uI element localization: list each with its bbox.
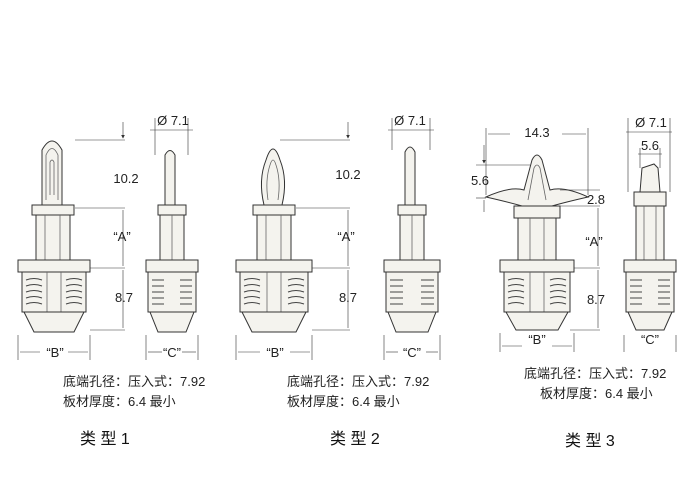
type1-dim-diameter: Ø 7.1 [157,113,189,128]
type3-dim-height-right: 2.8 [587,192,605,207]
type2-note-1: 底端孔径：压入式：7.92 [287,374,429,389]
type3-dim-diameter: Ø 7.1 [635,115,667,130]
type2-dim-height-bottom: 8.7 [339,290,357,305]
type2-dim-diameter: Ø 7.1 [394,113,426,128]
type1-side-view [145,118,199,360]
type2-dim-height-top: 10.2 [335,167,360,182]
type3-front-view [476,128,600,352]
type1-note-2: 板材厚度：6.4 最小 [63,394,176,409]
type2-dim-c: “C” [403,345,421,360]
type2-side-view [383,118,441,360]
type3-note-1: 底端孔径：压入式：7.92 [524,366,666,381]
type1-note-1: 底端孔径：压入式：7.92 [63,374,205,389]
type1-front-view [17,122,125,360]
type2-front-view [235,122,350,360]
type1-dim-c: “C” [163,345,181,360]
type3-dim-width-head: 5.6 [641,138,659,153]
type3-note-2: 板材厚度：6.4 最小 [540,386,653,401]
type3-title: 类 型 3 [565,432,615,450]
type2-title: 类 型 2 [330,430,380,448]
type2-dim-a: “A” [337,229,354,244]
type1-dim-a: “A” [113,229,130,244]
type2-note-2: 板材厚度：6.4 最小 [287,394,400,409]
type3-dim-c: “C” [641,332,659,347]
type3-dim-width-top: 14.3 [524,125,549,140]
type3-side-view [623,118,677,352]
type2-dim-b: “B” [266,345,283,360]
type3-dim-height-left: 5.6 [471,173,489,188]
type1-dim-height-bottom: 8.7 [115,290,133,305]
type3-dim-b: “B” [528,332,545,347]
type3-dim-height-bottom: 8.7 [587,292,605,307]
type3-dim-a: “A” [585,234,602,249]
type1-dim-height-top: 10.2 [113,171,138,186]
type1-dim-b: “B” [46,345,63,360]
type1-title: 类 型 1 [80,430,130,448]
